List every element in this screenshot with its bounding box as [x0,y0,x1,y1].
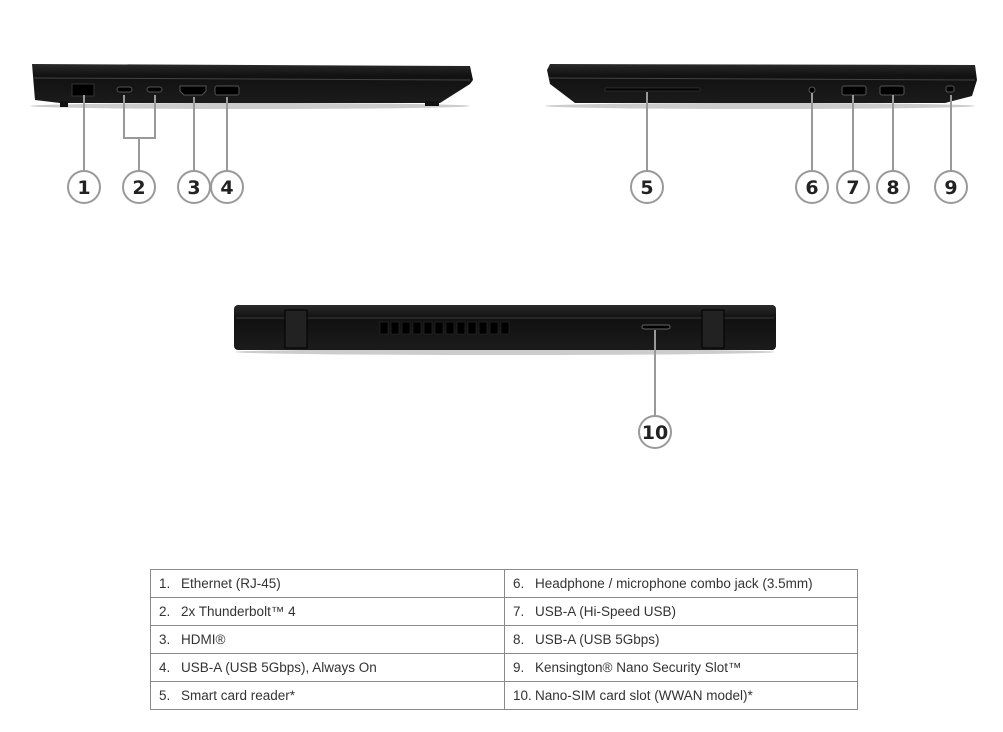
callout-circle [630,170,664,204]
callout-number: 6 [805,177,818,199]
callout-circle [122,170,156,204]
legend-label: 2x Thunderbolt™ 4 [181,604,296,619]
callout-circle [210,170,244,204]
laptop-rear [234,305,776,355]
callout-circle [836,170,870,204]
legend-number: 2. [159,604,171,619]
table-row: 1. Ethernet (RJ-45) 6. Headphone / micropho… [150,569,858,598]
callout-circle [67,170,101,204]
legend-number: 3. [159,632,171,647]
legend-number: 8. [513,632,525,647]
security-slot [945,85,955,93]
callout-circle [934,170,968,204]
callout-number: 4 [220,177,233,199]
legend-item: 10.Nano-SIM card slot (WWAN model)* [504,681,858,710]
legend-number: 7. [513,604,525,619]
callout-circle [876,170,910,204]
port-legend-table: 1. Ethernet (RJ-45) 6. Headphone / micropho… [150,569,858,710]
legend-label: Kensington® Nano Security Slot™ [535,660,742,675]
legend-label: USB-A (USB 5Gbps), Always On [181,660,377,675]
callout-number: 10 [642,422,668,444]
table-row: 3. HDMI® 8. USB-A (USB 5Gbps) [150,625,858,654]
legend-number: 6. [513,576,525,591]
callout-7: 7 [836,170,870,204]
callout-number: 9 [944,177,957,199]
legend-number: 5. [159,688,171,703]
callout-6: 6 [795,170,829,204]
callout-number: 8 [886,177,899,199]
laptop-right-side [545,64,977,109]
legend-number: 4. [159,660,171,675]
nano-sim-slot [641,324,671,330]
legend-item: 8. USB-A (USB 5Gbps) [504,625,858,654]
table-row: 5. Smart card reader* 10.Nano-SIM card slo… [150,681,858,710]
callout-number: 2 [132,177,145,199]
legend-item: 5. Smart card reader* [150,681,505,710]
usb-a-port [841,85,867,96]
legend-label: Headphone / microphone combo jack (3.5mm… [535,576,813,591]
callout-number: 5 [640,177,653,199]
usb-a-port [214,85,240,96]
legend-item: 3. HDMI® [150,625,505,654]
hdmi-port [179,85,207,96]
legend-item: 6. Headphone / microphone combo jack (3.5… [504,569,858,598]
legend-label: Smart card reader* [181,688,296,703]
leader-lines [83,92,952,416]
callout-number: 1 [77,177,90,199]
audio-jack [808,86,816,94]
callout-circle [638,415,672,449]
callout-3: 3 [177,170,211,204]
callout-4: 4 [210,170,244,204]
legend-item: 4. USB-A (USB 5Gbps), Always On [150,653,505,682]
smart-card-slot [604,87,701,92]
ethernet-port [71,83,95,97]
legend-item: 9. Kensington® Nano Security Slot™ [504,653,858,682]
legend-label: USB-A (USB 5Gbps) [535,632,660,647]
callout-8: 8 [876,170,910,204]
table-row: 4. USB-A (USB 5Gbps), Always On 9. Kensingt… [150,653,858,682]
laptop-left-side [30,64,473,109]
callout-number: 7 [846,177,859,199]
callout-10: 10 [638,415,672,449]
thunderbolt-port [146,86,163,93]
legend-item: 1. Ethernet (RJ-45) [150,569,505,598]
callout-1: 1 [67,170,101,204]
legend-number: 9. [513,660,525,675]
callout-number: 3 [187,177,200,199]
legend-label: HDMI® [181,632,226,647]
legend-item: 2. 2x Thunderbolt™ 4 [150,597,505,626]
callout-5: 5 [630,170,664,204]
callout-circle [795,170,829,204]
legend-item: 7. USB-A (Hi-Speed USB) [504,597,858,626]
legend-number: 1. [159,576,171,591]
table-row: 2. 2x Thunderbolt™ 4 7. USB-A (Hi-Speed USB… [150,597,858,626]
usb-a-port [879,85,905,96]
legend-number: 10. [513,688,532,703]
thunderbolt-port [116,86,133,93]
legend-label: Ethernet (RJ-45) [181,576,281,591]
legend-label: Nano-SIM card slot (WWAN model)* [535,688,753,703]
callout-9: 9 [934,170,968,204]
callout-2: 2 [122,170,156,204]
legend-label: USB-A (Hi-Speed USB) [535,604,677,619]
